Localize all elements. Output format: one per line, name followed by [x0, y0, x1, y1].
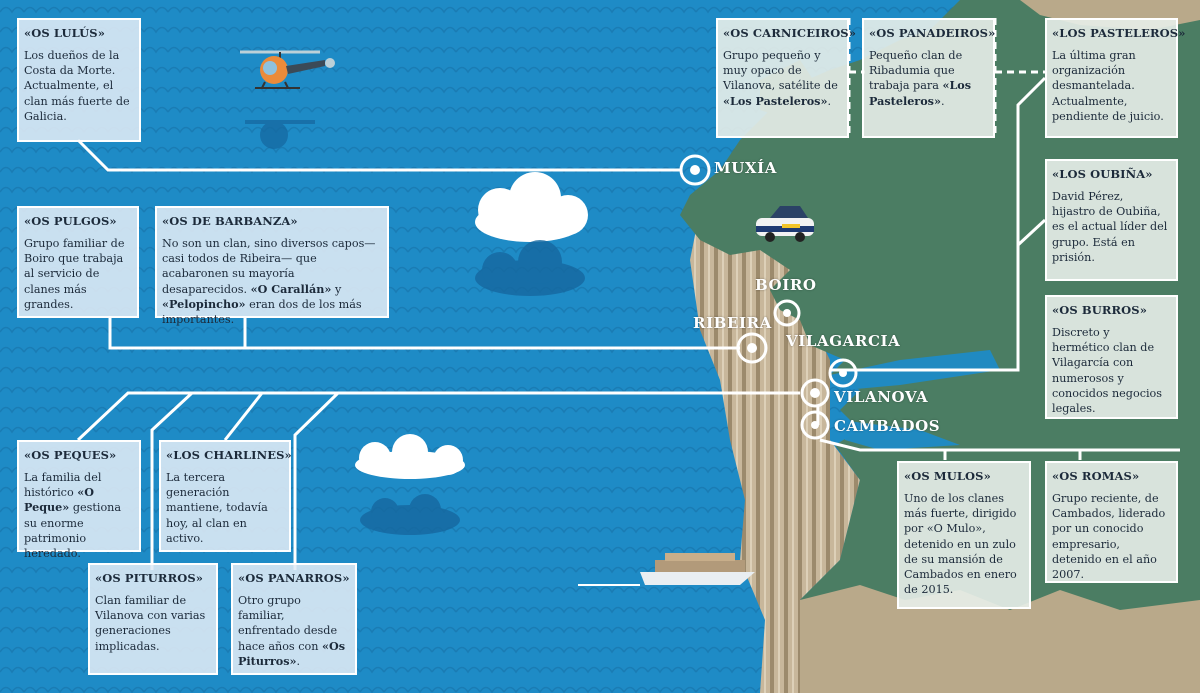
place-muxia: MUXÍA — [714, 159, 777, 177]
clan-title: «OS PANADEIROS» — [869, 26, 996, 40]
clan-description: Discreto y hermético clan de Vilagarcía … — [1052, 326, 1163, 416]
marker-muxia[interactable] — [679, 154, 711, 186]
marker-vilanova[interactable] — [800, 378, 830, 408]
place-vilagarcia: VILAGARCIA — [786, 332, 901, 350]
land-beige — [800, 585, 1200, 693]
clan-description: Clan familiar de Vilanova con varias gen… — [95, 594, 206, 653]
clan-description: La última gran organización desmantelada… — [1052, 49, 1164, 123]
clan-description: Uno de los clanes más fuerte, dirigido p… — [904, 492, 1017, 597]
clan-title: «OS PEQUES» — [24, 448, 117, 462]
clan-title: «LOS PASTELEROS» — [1052, 26, 1186, 40]
clan-title: «OS BURROS» — [1052, 303, 1147, 317]
clan-title: «OS LULÚS» — [24, 26, 105, 40]
clan-description: Grupo pequeño y muy opaco de Vilanova, s… — [723, 49, 838, 108]
clan-description: Grupo familiar de Boiro que trabaja al s… — [24, 237, 125, 311]
clan-card-panarros: «OS PANARROS» Otro grupo familiar, enfre… — [231, 563, 357, 675]
clan-title: «LOS CHARLINES» — [166, 448, 292, 462]
place-boiro: BOIRO — [755, 276, 817, 294]
cloud-shadow — [475, 240, 585, 296]
cloud-icon — [475, 172, 588, 242]
marker-vilagarcia[interactable] — [828, 358, 858, 388]
marker-boiro[interactable] — [773, 299, 801, 327]
clan-card-piturros: «OS PITURROS» Clan familiar de Vilanova … — [88, 563, 218, 675]
police-car-icon — [756, 206, 814, 242]
clan-card-romas: «OS ROMAS» Grupo reciente, de Cambados, … — [1045, 461, 1178, 583]
place-vilanova: VILANOVA — [834, 388, 929, 406]
marker-cambados[interactable] — [800, 410, 830, 440]
clan-title: «OS DE BARBANZA» — [162, 214, 298, 228]
clan-description: La tercera generación mantiene, todavía … — [166, 471, 268, 545]
estuary-2 — [840, 420, 960, 450]
speedboat-icon — [578, 553, 755, 586]
coast-cliffs — [690, 200, 860, 693]
clan-description: Pequeño clan de Ribadumia que trabaja pa… — [869, 49, 972, 108]
clan-description: Grupo reciente, de Cambados, liderado po… — [1052, 492, 1166, 582]
clan-description: No son un clan, sino diversos capos—casi… — [162, 237, 376, 327]
clan-card-oubina: «LOS OUBIÑA» David Pérez, hijastro de Ou… — [1045, 159, 1178, 281]
clan-card-barbanza: «OS DE BARBANZA» No son un clan, sino di… — [155, 206, 389, 326]
clan-description: David Pérez, hijastro de Oubiña, es el a… — [1052, 190, 1168, 264]
clan-card-pasteleros: «LOS PASTELEROS» La última gran organiza… — [1045, 18, 1186, 138]
place-ribeira: RIBEIRA — [693, 314, 772, 332]
clan-description: Otro grupo familiar, enfrentado desde ha… — [238, 594, 346, 668]
clan-title: «OS PANARROS» — [238, 571, 350, 585]
helicopter-shadow — [245, 120, 315, 149]
clan-card-pulgos: «OS PULGOS» Grupo familiar de Boiro que … — [17, 206, 139, 318]
clan-card-burros: «OS BURROS» Discreto y hermético clan de… — [1045, 295, 1178, 419]
clan-card-peques: «OS PEQUES» La familia del histórico «O … — [17, 440, 141, 560]
cloud-icon — [355, 434, 465, 479]
clan-title: «OS PITURROS» — [95, 571, 204, 585]
clan-card-carniceiros: «OS CARNICEIROS» Grupo pequeño y muy opa… — [716, 18, 857, 138]
cloud-shadow — [360, 494, 460, 535]
marker-ribeira[interactable] — [736, 332, 768, 364]
clan-card-panadeiros: «OS PANADEIROS» Pequeño clan de Ribadumi… — [862, 18, 995, 138]
clan-card-mulos: «OS MULOS» Uno de los clanes más fuerte,… — [897, 461, 1031, 609]
clan-title: «OS PULGOS» — [24, 214, 117, 228]
clan-title: «OS ROMAS» — [1052, 469, 1140, 483]
clan-title: «OS CARNICEIROS» — [723, 26, 857, 40]
clan-title: «LOS OUBIÑA» — [1052, 167, 1153, 181]
place-cambados: CAMBADOS — [834, 417, 941, 435]
clan-description: Los dueños de la Costa da Morte. Actualm… — [24, 49, 130, 123]
clan-description: La familia del histórico «O Peque» gesti… — [24, 471, 122, 561]
clan-title: «OS MULOS» — [904, 469, 991, 483]
helicopter-icon — [240, 50, 335, 89]
clan-card-lulus: «OS LULÚS» Los dueños de la Costa da Mor… — [17, 18, 141, 142]
clan-card-charlines: «LOS CHARLINES» La tercera generación ma… — [159, 440, 292, 552]
connector-lines — [76, 76, 1180, 570]
